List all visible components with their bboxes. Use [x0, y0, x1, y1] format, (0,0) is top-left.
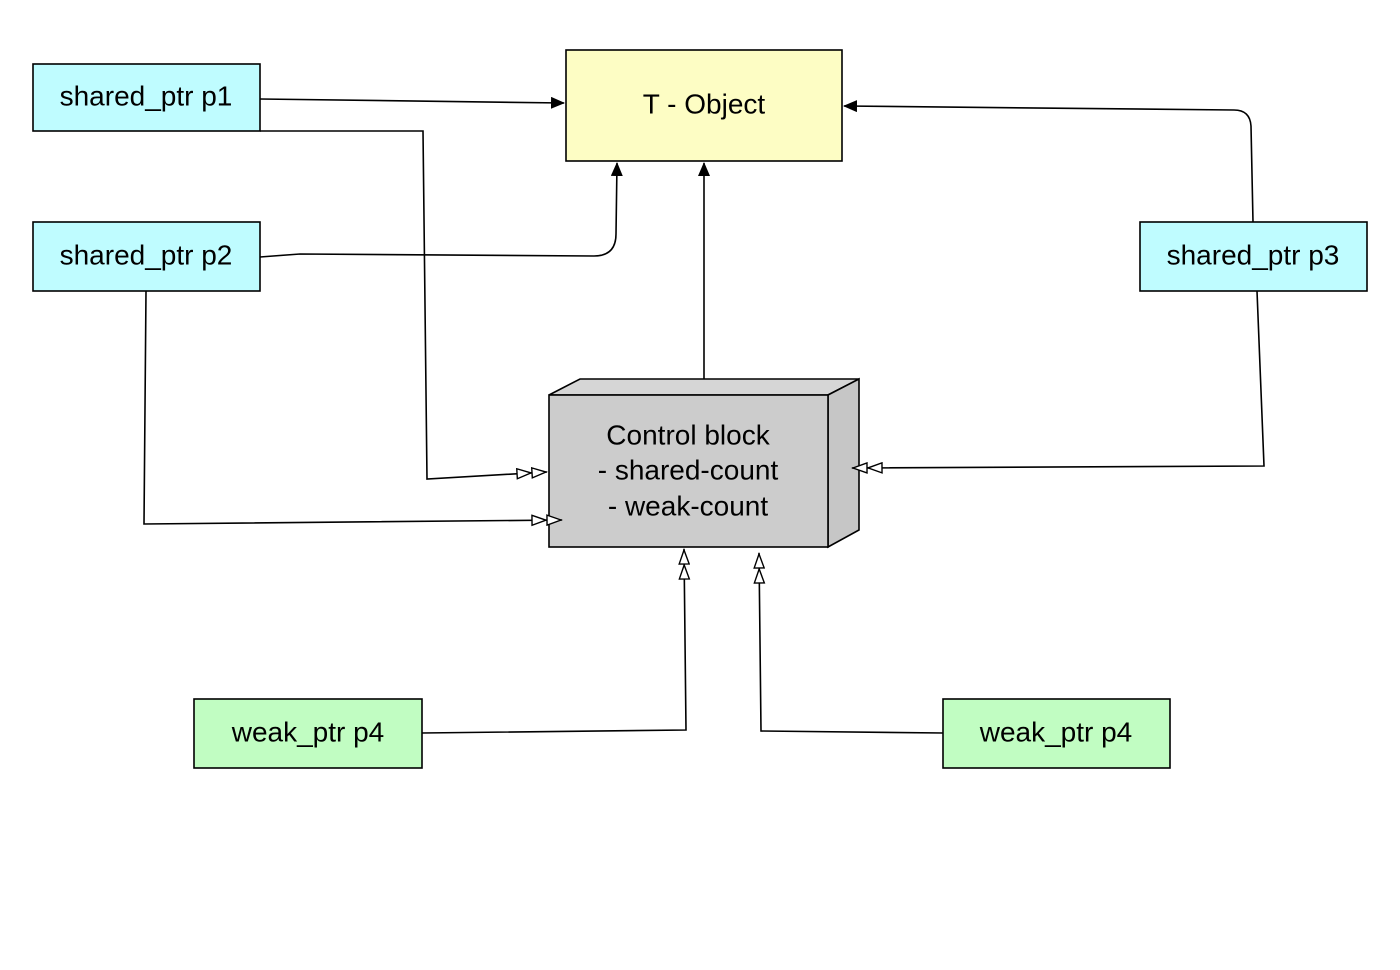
- shared-ptr-p1-box: [32, 63, 261, 132]
- control-block-shared-count: - shared-count: [598, 454, 779, 485]
- t-object-label: T - Object: [643, 88, 766, 119]
- shared-ptr-p3-box: [1139, 221, 1368, 292]
- weak-ptr-right-label: weak_ptr p4: [979, 716, 1133, 747]
- t-object-node[interactable]: T - Object: [565, 49, 843, 162]
- control-block-side-face: [827, 377, 860, 549]
- shared-ptr-p3-node[interactable]: shared_ptr p3: [1139, 221, 1368, 292]
- weak-ptr-left-label: weak_ptr p4: [231, 716, 385, 747]
- shared-ptr-p3-label: shared_ptr p3: [1167, 239, 1340, 270]
- shared-ptr-p1-node[interactable]: shared_ptr p1: [32, 63, 261, 132]
- control-block-title: Control block: [606, 419, 770, 450]
- weak-ptr-left-box: [193, 698, 423, 769]
- shared-ptr-p2-node[interactable]: shared_ptr p2: [32, 221, 261, 292]
- control-block-node[interactable]: Control block - shared-count - weak-coun…: [548, 377, 860, 549]
- weak-ptr-right-node[interactable]: weak_ptr p4: [942, 698, 1171, 769]
- edge-weak-right-to-control: [759, 553, 944, 734]
- edge-weak-left-to-control: [421, 549, 686, 734]
- edge-p1-to-object: [259, 96, 565, 109]
- control-block-front-face: [548, 394, 829, 548]
- edge-p3-to-object: [843, 100, 1254, 223]
- edge-p1-to-control: [260, 130, 547, 480]
- weak-ptr-right-box: [942, 698, 1171, 769]
- shared-ptr-p2-label: shared_ptr p2: [60, 239, 233, 270]
- edge-p2-to-object: [259, 162, 623, 258]
- weak-ptr-left-node[interactable]: weak_ptr p4: [193, 698, 423, 769]
- control-block-top-face: [548, 378, 860, 396]
- shared-ptr-p1-label: shared_ptr p1: [60, 80, 233, 111]
- t-object-box: [565, 49, 843, 162]
- control-block-weak-count: - weak-count: [608, 490, 769, 521]
- shared-ptr-p2-box: [32, 221, 261, 292]
- edge-p2-to-control: [143, 290, 562, 524]
- edge-p3-to-control: [852, 290, 1265, 468]
